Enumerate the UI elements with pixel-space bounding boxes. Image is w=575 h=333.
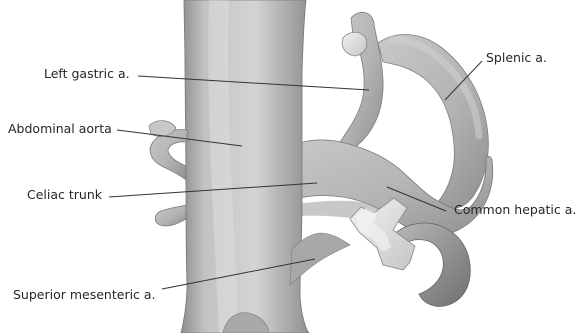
label-common-hepatic: Common hepatic a. (454, 204, 575, 217)
aorta-highlight (218, 0, 229, 333)
small-left-branch-lower (155, 205, 186, 226)
label-left-gastric: Left gastric a. (44, 68, 130, 81)
label-splenic: Splenic a. (486, 52, 547, 65)
label-superior-mesenteric: Superior mesenteric a. (13, 289, 156, 302)
left-gastric-artery-tip (342, 32, 367, 56)
label-abdominal-aorta: Abdominal aorta (8, 123, 112, 136)
label-celiac-trunk: Celiac trunk (27, 189, 102, 202)
abdominal-aorta-shape (181, 0, 309, 333)
